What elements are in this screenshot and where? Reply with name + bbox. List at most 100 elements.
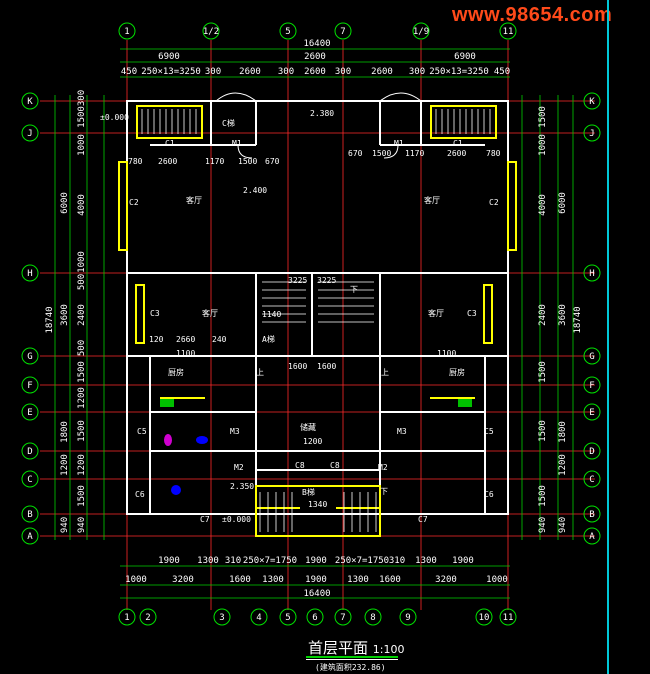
dim-right-inner-1: 1500 bbox=[538, 106, 548, 128]
label-window-c7-right: C7 bbox=[418, 515, 428, 524]
label-up-right: 上 bbox=[381, 368, 389, 377]
dim-right-outer-1: 3600 bbox=[558, 304, 568, 326]
label-elev-2380: 2.380 bbox=[310, 109, 334, 118]
label-room-living-left-2: 客厅 bbox=[202, 308, 218, 318]
dim-bottom-row1-3: 250×7=1750 bbox=[243, 556, 297, 566]
title-scale: 1:100 bbox=[372, 643, 405, 656]
axis-right-f: F bbox=[589, 381, 594, 391]
axis-right-d: D bbox=[589, 447, 594, 457]
dim-left-inner-5: 500 bbox=[77, 274, 87, 290]
axis-bottom-5: 5 bbox=[285, 613, 290, 623]
dim-right-inner-8: 1500 bbox=[538, 361, 548, 383]
dim-right-outer-3: 1200 bbox=[558, 454, 568, 476]
dim-top-row2-6: 300 bbox=[335, 67, 351, 77]
dim-bottom-row1-5: 250×7=1750 bbox=[335, 556, 389, 566]
dim-left-inner-6: 2400 bbox=[77, 304, 87, 326]
dim-bottom-row1-4: 1900 bbox=[305, 556, 327, 566]
dim-right-outer-4: 940 bbox=[558, 517, 568, 533]
axis-right-c: C bbox=[589, 475, 594, 485]
label-dim-3225-left: 3225 bbox=[288, 276, 307, 285]
dim-bottom-total: 16400 bbox=[303, 589, 330, 599]
drawing-subtitle: (建筑面积232.86) bbox=[315, 663, 386, 672]
dim-left-outer-2: 1800 bbox=[60, 421, 70, 443]
axis-bottom-3: 3 bbox=[219, 613, 224, 623]
label-room-living-right: 客厅 bbox=[424, 195, 440, 205]
windows bbox=[118, 105, 517, 537]
dim-left-inner-13: 940 bbox=[77, 517, 87, 533]
dim-bottom-row2-6: 1600 bbox=[379, 575, 401, 585]
axis-bottom-6: 6 bbox=[312, 613, 317, 623]
dim-top-row1-1: 2600 bbox=[304, 52, 326, 62]
dim-left-inner-7: 500 bbox=[77, 340, 87, 356]
axis-bottom-11: 11 bbox=[503, 613, 514, 623]
dim-top-row2-8: 300 bbox=[409, 67, 425, 77]
dim-right-inner-13: 940 bbox=[538, 517, 548, 533]
dim-bottom-row2-7: 3200 bbox=[435, 575, 457, 585]
label-window-c6-left: C6 bbox=[135, 490, 145, 499]
axis-left-j: J bbox=[27, 129, 32, 139]
axis-left-e: E bbox=[27, 408, 32, 418]
label-room-living-right-2: 客厅 bbox=[428, 308, 444, 318]
dim-left-outer-0: 6000 bbox=[60, 192, 70, 214]
dimension-lines bbox=[54, 48, 574, 599]
label-dim-780-right: 780 bbox=[486, 149, 501, 158]
label-dim-670-left: 670 bbox=[265, 157, 280, 166]
drawing-title: 首层平面 1:100 bbox=[308, 637, 405, 658]
dim-left-inner-3: 4000 bbox=[77, 194, 87, 216]
label-dim-240: 240 bbox=[212, 335, 227, 344]
label-dn-left: 下 bbox=[350, 285, 358, 294]
axis-bottom-9: 9 bbox=[405, 613, 410, 623]
door-arcs bbox=[215, 92, 422, 159]
label-dim-1500-right: 1500 bbox=[372, 149, 391, 158]
dim-right-outer-0: 6000 bbox=[558, 192, 568, 214]
axis-left-h: H bbox=[27, 269, 32, 279]
axis-top-4: 7 bbox=[340, 27, 345, 37]
axis-bottom-4: 4 bbox=[256, 613, 261, 623]
dim-left-inner-12: 1500 bbox=[77, 485, 87, 507]
label-a-stair: A梯 bbox=[262, 334, 275, 344]
label-door-m1-left: M1 bbox=[232, 139, 242, 148]
axis-right-k: K bbox=[589, 97, 595, 107]
label-dim-1200: 1200 bbox=[303, 437, 322, 446]
dim-left-outer-3: 1200 bbox=[60, 454, 70, 476]
dim-bottom-row1-8: 1900 bbox=[452, 556, 474, 566]
label-dim-1600-right: 1600 bbox=[317, 362, 336, 371]
label-window-c5-left: C5 bbox=[137, 427, 147, 436]
label-dim-1100-left: 1100 bbox=[176, 349, 195, 358]
axis-bottom-1: 1 bbox=[124, 613, 129, 623]
label-dim-780-left: 780 bbox=[128, 157, 143, 166]
label-elev-0000: ±0.000 bbox=[222, 515, 251, 524]
axis-left-a: A bbox=[27, 532, 33, 542]
dim-right-inner-3: 4000 bbox=[538, 194, 548, 216]
dim-bottom-row2-1: 3200 bbox=[172, 575, 194, 585]
axis-bottom-2: 2 bbox=[145, 613, 150, 623]
label-door-m2-left: M2 bbox=[234, 463, 244, 472]
walls bbox=[126, 100, 509, 515]
axis-bottom-8: 8 bbox=[370, 613, 375, 623]
label-up-left: 上 bbox=[256, 368, 264, 377]
label-window-c5-right: C5 bbox=[484, 427, 494, 436]
axis-bottom-10: 10 bbox=[479, 613, 490, 623]
label-elev-2400: 2.400 bbox=[243, 186, 267, 195]
axis-left-d: D bbox=[27, 447, 32, 457]
dim-left-inner-1: 1500 bbox=[77, 106, 87, 128]
stair-treads bbox=[141, 109, 491, 532]
dim-bottom-row2-8: 1000 bbox=[486, 575, 508, 585]
axis-left-f: F bbox=[27, 381, 32, 391]
dim-bottom-row1-2: 310 bbox=[225, 556, 241, 566]
dim-left-inner-0: 300 bbox=[77, 90, 87, 106]
dim-bottom-row2-0: 1000 bbox=[125, 575, 147, 585]
axis-right-g: G bbox=[589, 352, 594, 362]
label-window-c2-left: C2 bbox=[129, 198, 139, 207]
dim-right-inner-12: 1500 bbox=[538, 485, 548, 507]
axis-bottom-7: 7 bbox=[340, 613, 345, 623]
dim-left-total: 18740 bbox=[45, 306, 55, 333]
axis-right-e: E bbox=[589, 408, 594, 418]
label-elev-ground: ±0.000 bbox=[100, 113, 129, 122]
label-door-m3-right: M3 bbox=[397, 427, 407, 436]
dim-right-inner-10: 1500 bbox=[538, 420, 548, 442]
dim-right-total: 18740 bbox=[573, 306, 583, 333]
label-window-c8-right: C8 bbox=[330, 461, 340, 470]
axis-right-b: B bbox=[589, 510, 594, 520]
title-text: 首层平面 bbox=[308, 639, 369, 657]
